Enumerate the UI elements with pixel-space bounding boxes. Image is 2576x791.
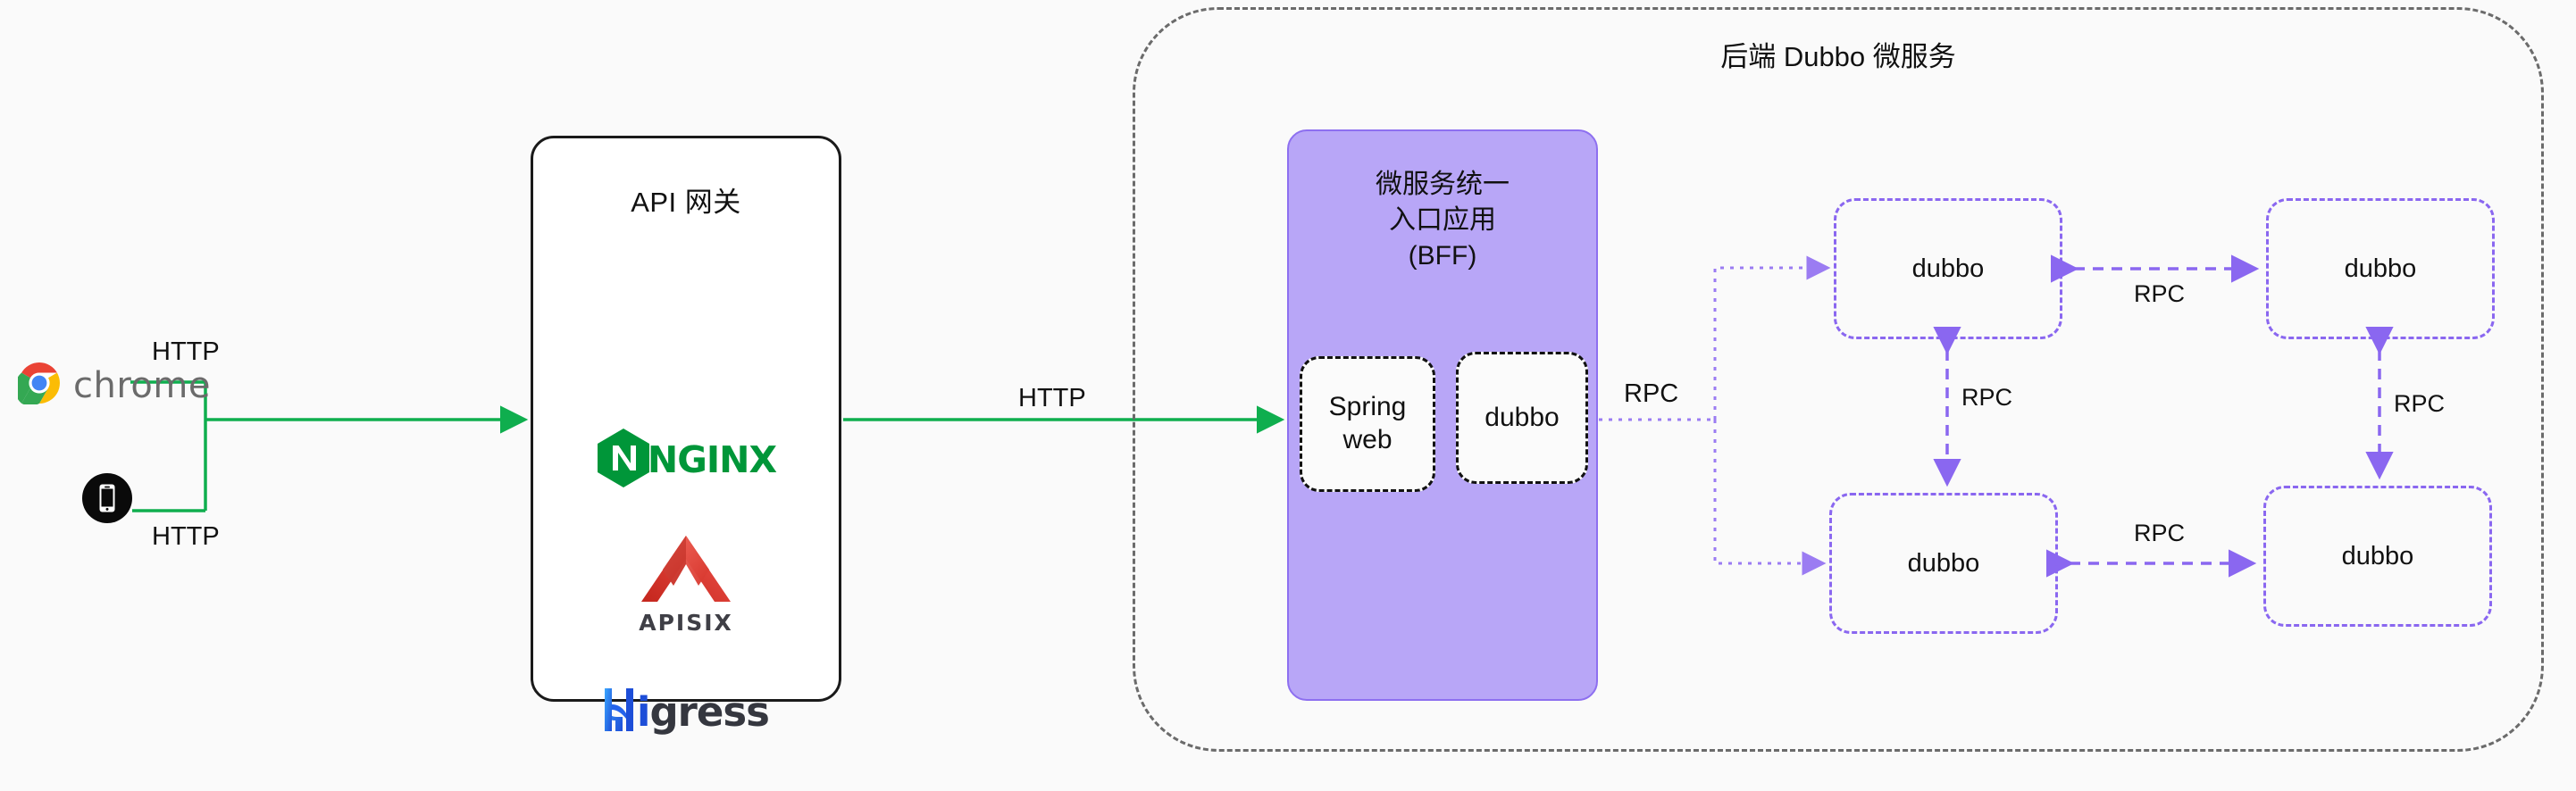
bff-dubbo-component: dubbo bbox=[1456, 352, 1588, 484]
nginx-logo: NGINX bbox=[533, 424, 839, 495]
dubbo-node-3: dubbo bbox=[1829, 493, 2058, 634]
higress-wordmark: igress bbox=[637, 687, 770, 736]
client-chrome: chrome bbox=[14, 362, 211, 409]
nginx-hex-icon bbox=[596, 428, 651, 493]
higress-logo: igress bbox=[533, 674, 839, 749]
bff-title-line-3: (BFF) bbox=[1408, 241, 1477, 271]
higress-i-letter: i bbox=[637, 687, 650, 736]
chrome-icon bbox=[14, 362, 61, 409]
dubbo-node-4: dubbo bbox=[2263, 486, 2492, 627]
higress-h-icon-svg bbox=[605, 687, 634, 731]
label-rpc-n3-n4: RPC bbox=[2134, 520, 2186, 546]
label-rpc-bff: RPC bbox=[1624, 379, 1679, 408]
backend-dubbo-region bbox=[1133, 7, 2544, 752]
spring-web-line-1: Spring bbox=[1328, 392, 1407, 422]
label-http-chrome: HTTP bbox=[152, 337, 220, 366]
dubbo-node-1: dubbo bbox=[1834, 198, 2062, 339]
label-rpc-n1-n3: RPC bbox=[1961, 384, 2013, 411]
label-rpc-n2-n4: RPC bbox=[2394, 390, 2446, 417]
chrome-icon-svg bbox=[14, 362, 60, 406]
higress-h-icon bbox=[603, 687, 639, 737]
nginx-hex-icon-svg bbox=[597, 428, 649, 487]
spring-web-line-2: web bbox=[1342, 425, 1393, 454]
mobile-phone-icon bbox=[82, 473, 132, 523]
bff-title: 微服务统一 入口应用 (BFF) bbox=[1289, 167, 1596, 275]
apisix-chevron-icon bbox=[638, 534, 734, 608]
spring-web-component: Spring web bbox=[1300, 356, 1435, 492]
dubbo-node-2: dubbo bbox=[2266, 198, 2495, 339]
api-gateway-box: API 网关 NGINX bbox=[531, 136, 841, 736]
label-rpc-n1-n2: RPC bbox=[2134, 280, 2186, 307]
api-gateway-title: API 网关 bbox=[631, 187, 741, 218]
higress-rest-letters: gress bbox=[649, 687, 769, 736]
nginx-wordmark: NGINX bbox=[647, 438, 777, 481]
backend-region-title: 后端 Dubbo 微服务 bbox=[1720, 41, 1956, 72]
client-mobile bbox=[82, 473, 132, 523]
label-http-gateway-bff: HTTP bbox=[1018, 384, 1086, 412]
apisix-logo: APISIX bbox=[533, 531, 839, 638]
bff-title-line-2: 入口应用 bbox=[1389, 205, 1496, 236]
label-http-mobile: HTTP bbox=[152, 522, 220, 551]
apisix-wordmark: APISIX bbox=[639, 610, 733, 636]
chrome-label: chrome bbox=[73, 364, 211, 406]
apisix-chevron-icon-svg bbox=[641, 536, 731, 602]
bff-title-line-1: 微服务统一 bbox=[1376, 170, 1510, 199]
